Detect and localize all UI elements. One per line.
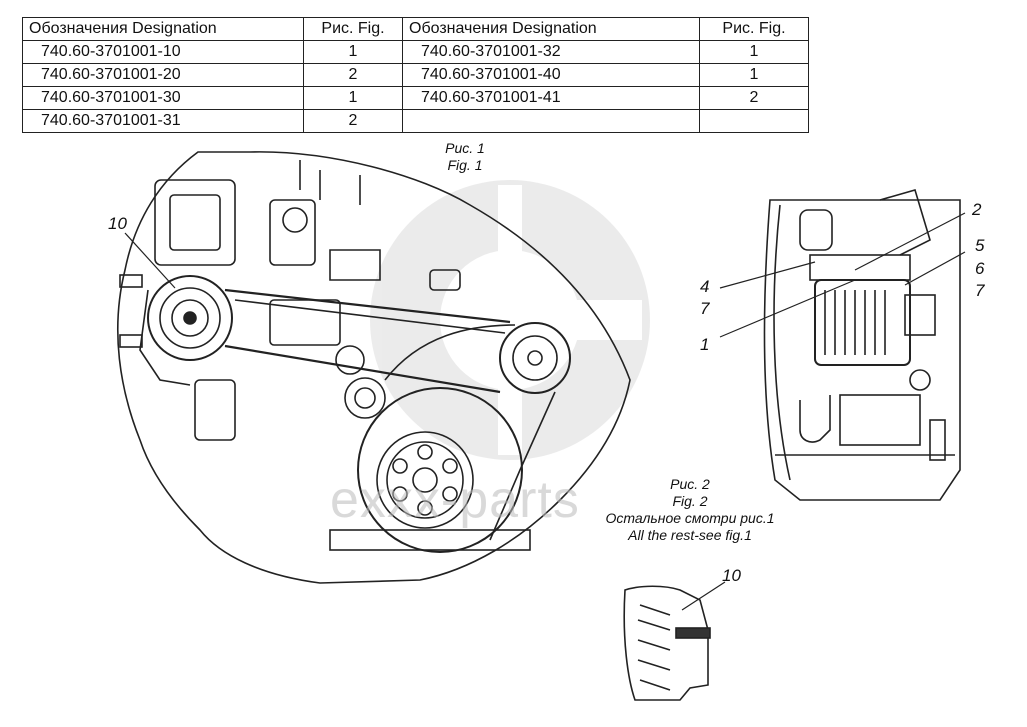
designation-cell — [402, 109, 700, 133]
fig-cell: 1 — [699, 63, 809, 87]
designation-cell: 740.60-3701001-31 — [22, 109, 304, 133]
callout-label: 6 — [975, 259, 985, 278]
fig1-engine-drawing — [117, 151, 631, 584]
fig1-caption-ru: Рис. 1 — [445, 140, 485, 156]
leader-lines — [124, 212, 966, 611]
fig2-note-ru: Остальное смотри рис.1 — [605, 510, 775, 526]
designation-cell: 740.60-3701001-32 — [402, 40, 700, 64]
fig-cell: 2 — [303, 109, 403, 133]
callout-label: 7 — [700, 299, 710, 318]
callout-label: 10 — [108, 214, 127, 233]
designation-cell: 740.60-3701001-40 — [402, 63, 700, 87]
header-fig: Рис. Fig. — [303, 17, 403, 41]
table-header-row: Обозначения Designation Рис. Fig. Обозна… — [22, 17, 809, 41]
fig1-caption-en: Fig. 1 — [447, 157, 483, 173]
fig1-caption: Рис. 1 Fig. 1 — [420, 140, 510, 174]
designation-table: Обозначения Designation Рис. Fig. Обозна… — [22, 17, 809, 133]
fig2-caption: Рис. 2 Fig. 2 Остальное смотри рис.1 All… — [570, 476, 810, 544]
callout-label: 2 — [972, 200, 982, 219]
callout-label: 1 — [700, 335, 710, 354]
callout-label: 10 — [722, 566, 741, 585]
callout-label: 7 — [975, 281, 985, 300]
detail-drawing — [623, 585, 711, 701]
header-designation: Обозначения Designation — [22, 17, 304, 41]
watermark-logo — [370, 180, 650, 460]
table-row: 740.60-3701001-20 2 740.60-3701001-40 1 — [22, 63, 809, 87]
fig-cell: 1 — [303, 86, 403, 110]
fig-cell: 1 — [699, 40, 809, 64]
designation-cell: 740.60-3701001-20 — [22, 63, 304, 87]
fig2-caption-en: Fig. 2 — [672, 493, 708, 509]
fig2-side-drawing — [763, 189, 961, 501]
callout-label: 4 — [700, 277, 710, 296]
watermark-text: exxx-parts — [330, 471, 580, 529]
designation-cell: 740.60-3701001-30 — [22, 86, 304, 110]
designation-cell: 740.60-3701001-41 — [402, 86, 700, 110]
header-fig: Рис. Fig. — [699, 17, 809, 41]
table-row: 740.60-3701001-10 1 740.60-3701001-32 1 — [22, 40, 809, 64]
fig-cell — [699, 109, 809, 133]
table-row: 740.60-3701001-31 2 — [22, 109, 809, 133]
callout-label: 5 — [975, 236, 985, 255]
fig2-note-en: All the rest-see fig.1 — [628, 527, 752, 543]
fig2-caption-ru: Рис. 2 — [670, 476, 710, 492]
